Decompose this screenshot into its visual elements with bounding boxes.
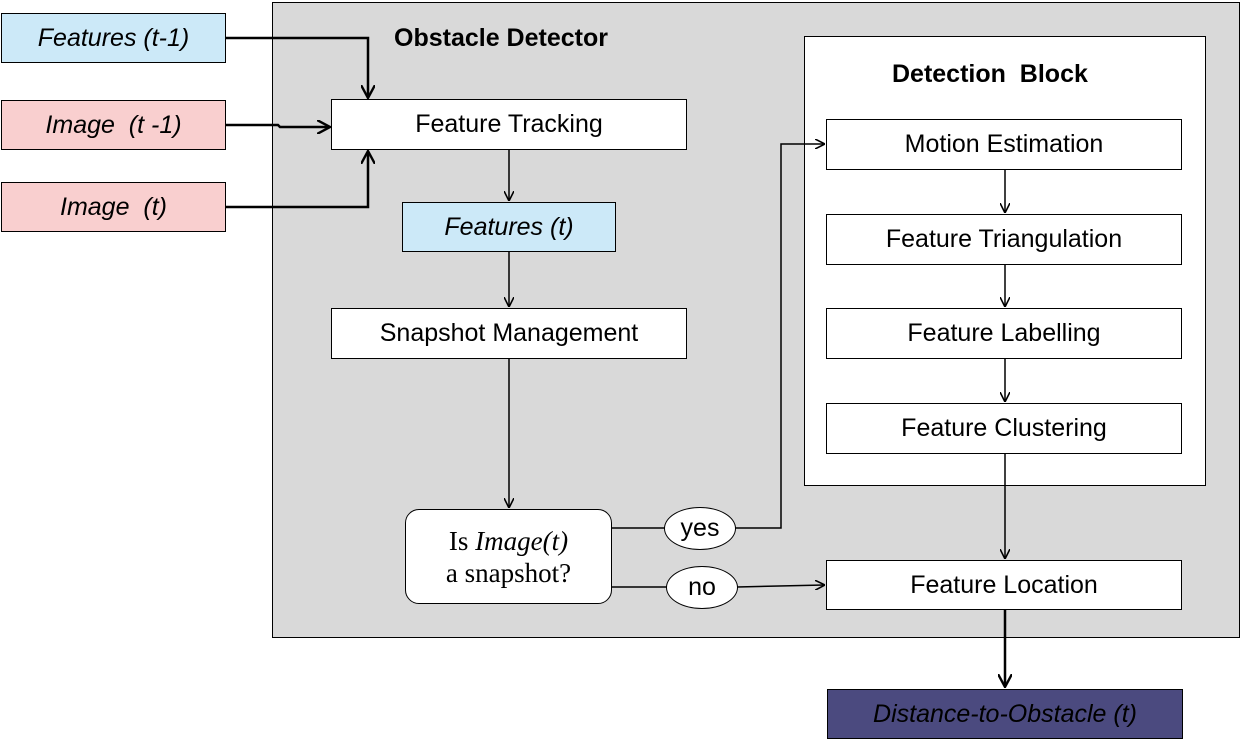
snapshot-management-box: Snapshot Management	[331, 308, 687, 359]
arrow-image-prev	[226, 125, 329, 127]
arrow-no-to-location	[736, 585, 824, 587]
detection-block-title: Detection Block	[892, 60, 1088, 88]
obstacle-detector-title: Obstacle Detector	[394, 24, 608, 52]
features-t-box: Features (t)	[402, 202, 616, 252]
feature-clustering-box: Feature Clustering	[826, 403, 1182, 454]
decision-line-2: a snapshot?	[445, 557, 572, 588]
input-image-prev: Image (t -1)	[1, 100, 226, 150]
motion-estimation-box: Motion Estimation	[826, 119, 1182, 170]
arrow-yes-to-motion	[735, 144, 824, 529]
yes-label: yes	[664, 507, 736, 550]
arrow-features-prev	[226, 36, 368, 97]
no-label: no	[666, 566, 738, 609]
arrow-image-curr	[226, 152, 368, 209]
input-image-curr: Image (t)	[1, 182, 226, 232]
input-features-prev: Features (t-1)	[1, 13, 226, 63]
output-distance-to-obstacle: Distance-to-Obstacle (t)	[827, 689, 1183, 739]
decision-line-1: Is Image(t)	[448, 525, 569, 556]
snapshot-decision: Is Image(t) a snapshot?	[405, 509, 612, 604]
feature-triangulation-box: Feature Triangulation	[826, 214, 1182, 265]
feature-tracking-box: Feature Tracking	[331, 99, 687, 150]
feature-location-box: Feature Location	[826, 560, 1182, 610]
feature-labelling-box: Feature Labelling	[826, 308, 1182, 359]
